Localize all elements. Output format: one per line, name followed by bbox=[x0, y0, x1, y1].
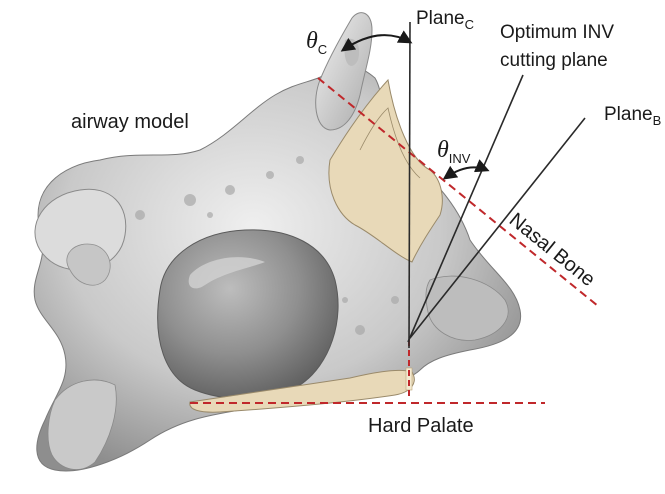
theta-inv-label: θINV bbox=[437, 137, 471, 166]
airway-model-label: airway model bbox=[71, 111, 189, 133]
hard-palate-label: Hard Palate bbox=[368, 415, 474, 437]
plane-b-label: PlaneB bbox=[604, 104, 661, 128]
plane-c-label: PlaneC bbox=[416, 8, 474, 32]
theta-c-label: θC bbox=[306, 28, 327, 57]
plane-c-line bbox=[409, 22, 410, 348]
optimum-inv-label-line2: cutting plane bbox=[500, 50, 608, 71]
nasal-bone-label: Nasal Bone bbox=[505, 209, 599, 291]
optimum-inv-label-line1: Optimum INV bbox=[500, 22, 614, 43]
